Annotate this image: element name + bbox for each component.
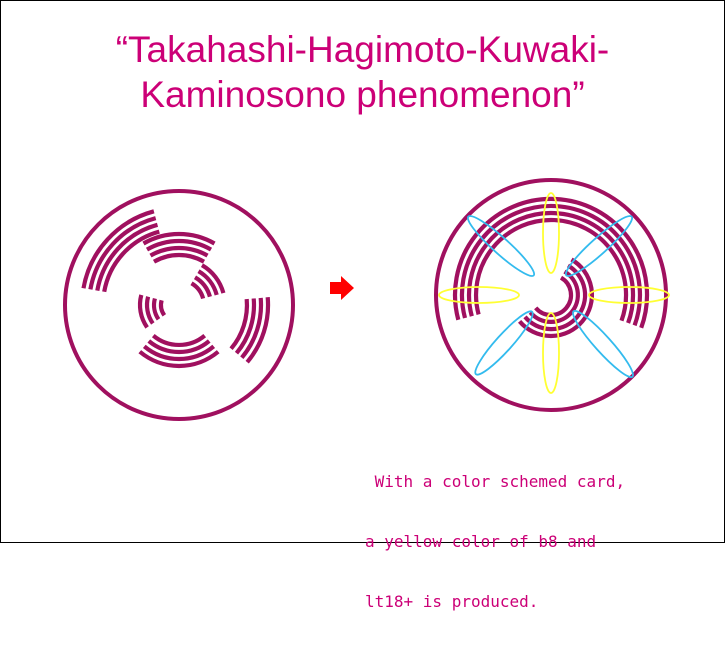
arrow-shape	[330, 276, 354, 300]
yellow-ellipse-bottom	[542, 312, 560, 394]
left-band-4-stripe-1	[229, 298, 250, 351]
left-band-5-stripe-4	[138, 350, 220, 369]
left-stripe-figure	[63, 189, 295, 421]
left-outer-ring	[63, 189, 295, 421]
left-band-6-stripe-3	[144, 296, 155, 325]
illusion-ellipses	[438, 192, 670, 394]
right-outer-ring	[434, 178, 668, 412]
left-band-6-stripe-1	[158, 299, 167, 317]
left-band-6-stripe-4	[137, 294, 149, 329]
blue-ellipse-lower-right	[572, 309, 634, 379]
left-band-5-stripe-2	[147, 339, 211, 355]
blue-ellipse-upper-left	[466, 215, 536, 277]
right-inner-band-stripe-1	[534, 275, 574, 318]
left-band-2-stripe-1	[152, 252, 206, 264]
left-band-6-stripe-2	[151, 297, 161, 321]
left-band-3-stripe-4	[200, 263, 226, 294]
right-inner-band-stripe-3	[523, 263, 588, 332]
left-band-3-stripe-1	[190, 281, 206, 300]
right-stripe-figure	[434, 178, 668, 412]
left-band-4-stripe-4	[245, 297, 271, 364]
blue-ellipse-upper-right	[564, 215, 634, 277]
right-inner-band-stripe-4	[517, 257, 595, 339]
left-band-3-stripe-2	[193, 275, 212, 298]
left-band-3-stripe-3	[197, 269, 219, 296]
right-outer-band-stripe-2	[466, 210, 636, 324]
right-outer-band-stripe-3	[459, 203, 643, 327]
right-inner-band-stripe-2	[528, 269, 580, 324]
yellow-ellipse-top	[542, 192, 560, 274]
left-band-1-stripe-4	[81, 209, 155, 289]
yellow-ellipse-right	[588, 286, 670, 304]
title-line-2: Kaminosono phenomenon”	[140, 74, 585, 115]
slide: “Takahashi-Hagimoto-Kuwaki- Kaminosono p…	[0, 0, 725, 611]
right-outer-band-stripe-1	[473, 217, 629, 322]
left-band-2-stripe-3	[145, 238, 213, 252]
left-band-5-stripe-1	[151, 333, 207, 347]
yellow-ellipse-left	[438, 286, 520, 304]
phenomenon-diagram	[63, 178, 670, 421]
left-band-4-stripe-2	[234, 298, 257, 355]
left-band-2-stripe-2	[149, 245, 209, 258]
title-line-1: “Takahashi-Hagimoto-Kuwaki-	[115, 29, 610, 70]
slide-title: “Takahashi-Hagimoto-Kuwaki- Kaminosono p…	[1, 27, 724, 117]
caption-line-1: With a color schemed card,	[365, 472, 626, 491]
left-band-1-stripe-2	[95, 222, 159, 291]
caption: With a color schemed card, a yellow colo…	[365, 432, 625, 652]
left-band-5-stripe-3	[142, 344, 216, 362]
caption-line-3: lt18+ is produced.	[365, 592, 539, 611]
red-arrow-icon	[330, 276, 354, 300]
left-band-2-stripe-4	[142, 231, 216, 246]
left-band-1-stripe-3	[88, 216, 157, 290]
left-band-1-stripe-1	[102, 229, 160, 293]
left-band-4-stripe-3	[240, 297, 264, 360]
blue-ellipse-lower-left	[474, 310, 534, 376]
caption-line-2: a yellow color of b8 and	[365, 532, 597, 551]
